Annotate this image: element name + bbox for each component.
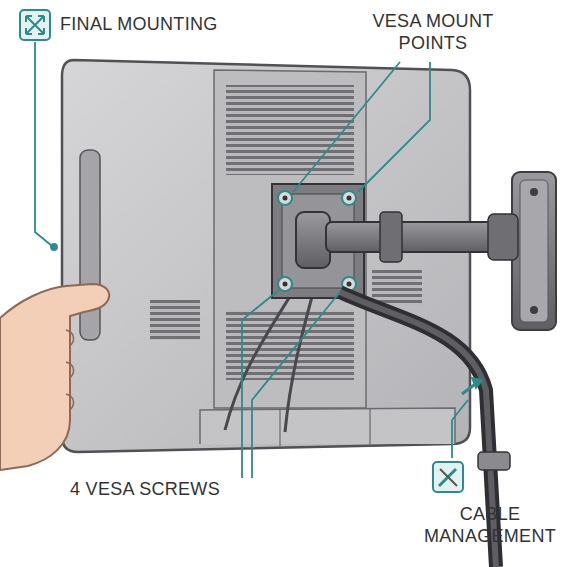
monitor-back — [62, 60, 470, 452]
leader-lines — [35, 42, 482, 478]
inner-cables — [225, 280, 316, 432]
mount-arm — [296, 212, 518, 268]
cable-bundle — [340, 292, 510, 567]
callout-label: FINAL MOUNTING — [60, 13, 300, 35]
callout-label: 4 VESA SCREWS — [70, 478, 290, 500]
hand — [0, 284, 109, 470]
tool-icon — [433, 462, 463, 492]
mounting-icon — [20, 10, 50, 40]
callout-label: CABLE MANAGEMENT — [420, 503, 560, 547]
callout-label: VESA MOUNT POINTS — [358, 10, 508, 54]
